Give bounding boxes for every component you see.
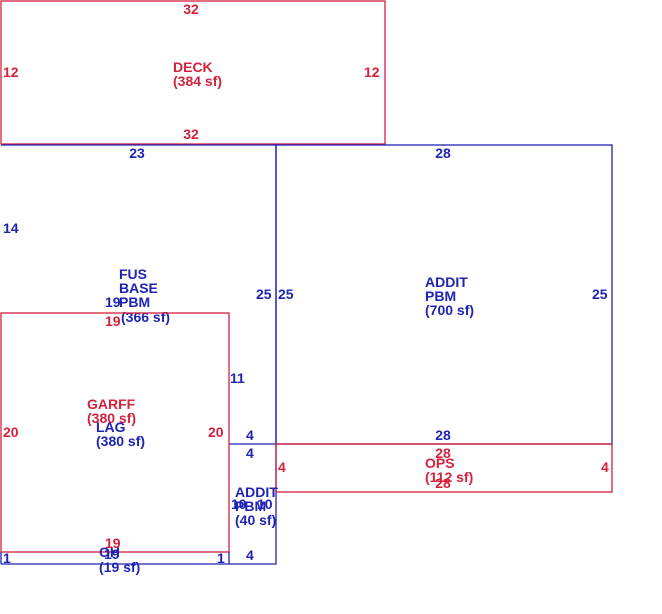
fus-area: (366 sf) <box>121 309 170 325</box>
deck-top-dim: 32 <box>183 1 199 17</box>
addit-main-left-dim: 25 <box>278 286 294 302</box>
garff-outline <box>0 312 230 553</box>
addit-small-area: (40 sf) <box>235 512 276 528</box>
garff-area: (380 sf) <box>87 410 136 426</box>
garff-left-dim: 20 <box>3 424 19 440</box>
deck-area: (384 sf) <box>173 73 222 89</box>
addit-main-area: (700 sf) <box>425 302 474 318</box>
fus-right-dim: 25 <box>256 286 272 302</box>
fus-label-line1: FUS <box>119 266 147 282</box>
garff-label: GARFF <box>87 396 136 412</box>
oh-label: OH <box>99 544 120 560</box>
fus-inner-bottom-dim: 4 <box>246 427 254 443</box>
deck-bottom-dim: 32 <box>183 126 199 142</box>
garff-bottom-dim: 19 <box>105 535 121 551</box>
addit-main-label-line1: ADDIT <box>425 274 468 290</box>
fus-inner-right-dim: 11 <box>230 370 245 386</box>
fus-inner-left-dim: 19 <box>105 294 121 310</box>
addit-small-label-line1: ADDIT <box>235 484 278 500</box>
fus-left-dim: 14 <box>3 220 19 236</box>
lag-label: LAG <box>96 419 126 435</box>
ops-right-dim: 4 <box>601 459 609 475</box>
addit-small-left-dim: 10 <box>231 496 247 512</box>
ops-area: (112 sf) <box>425 469 473 485</box>
addit-small-top-dim: 4 <box>246 445 254 461</box>
ops-label: OPS <box>425 455 455 471</box>
deck-outline <box>0 0 386 145</box>
oh-area: (19 sf) <box>99 559 140 575</box>
ops-top-dim: 28 <box>435 445 451 461</box>
fus-label-line3: PBM <box>119 294 150 310</box>
lag-area: (380 sf) <box>96 433 145 449</box>
fus-top-dim: 23 <box>129 145 145 161</box>
oh-outline <box>0 552 230 564</box>
ops-outline <box>275 443 613 493</box>
garff-right-dim: 20 <box>208 424 224 440</box>
ops-bottom-dim: 28 <box>435 475 451 491</box>
addit-main-right-dim: 25 <box>592 286 608 302</box>
oh-left-dim: 1 <box>3 550 11 566</box>
addit-small-label-line2: PBM <box>235 498 266 514</box>
oh-right-dim: 1 <box>217 550 225 566</box>
deck-left-dim: 12 <box>3 64 19 80</box>
fus-label-line2: BASE <box>119 280 158 296</box>
ops-left-dim: 4 <box>278 459 286 475</box>
oh-inner-dim: 19 <box>104 546 120 562</box>
addit-main-top-dim: 28 <box>435 145 451 161</box>
addit-small-bottom-dim: 4 <box>246 547 254 563</box>
deck-label: DECK <box>173 59 213 75</box>
addit-small-right-dim: 10 <box>257 496 273 512</box>
addit-main-bottom-dim: 28 <box>435 427 451 443</box>
deck-right-dim: 12 <box>364 64 380 80</box>
addit-main-label-line2: PBM <box>425 288 456 304</box>
garff-top-dim: 19 <box>105 313 121 329</box>
